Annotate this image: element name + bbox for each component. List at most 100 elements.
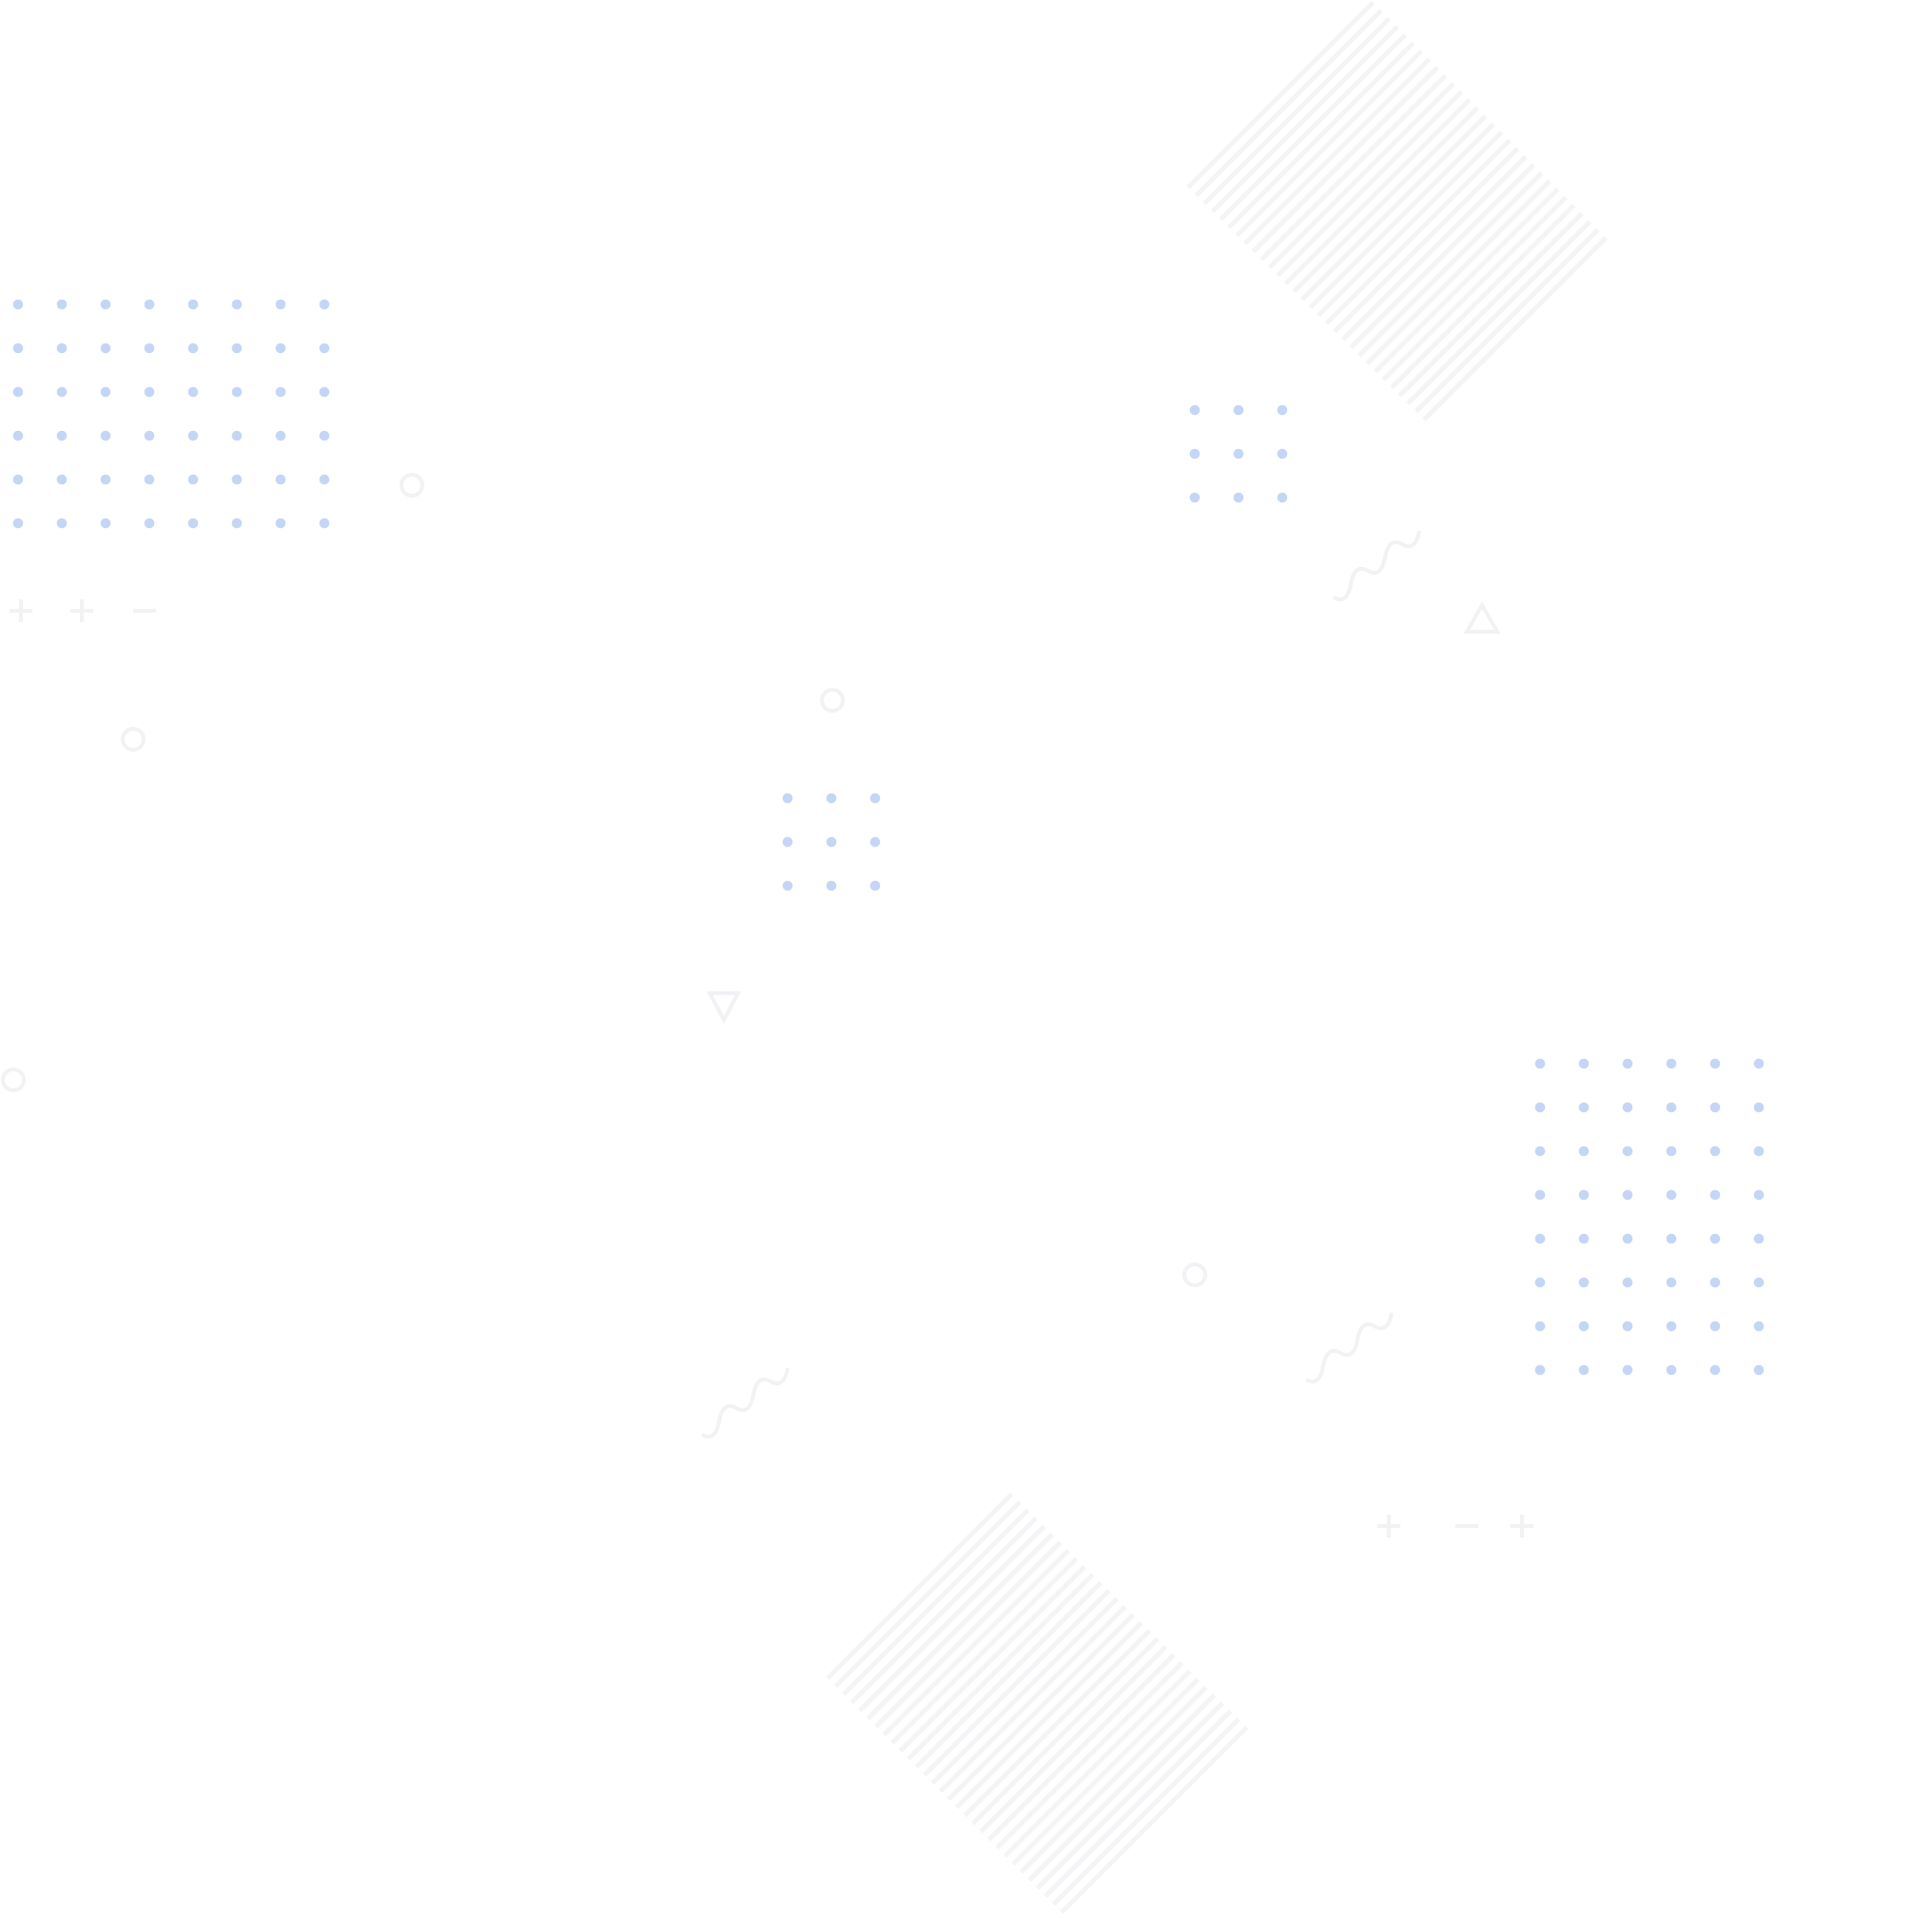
dot bbox=[826, 793, 837, 804]
dot bbox=[144, 474, 155, 485]
triangle-icon bbox=[1463, 600, 1501, 634]
dot bbox=[12, 430, 24, 441]
dot bbox=[275, 474, 286, 485]
squiggle-icon bbox=[701, 1367, 790, 1439]
dot bbox=[231, 518, 243, 529]
dot bbox=[1534, 1277, 1546, 1288]
dot bbox=[1622, 1233, 1633, 1244]
dot bbox=[1753, 1233, 1765, 1244]
dot bbox=[826, 836, 837, 848]
dot bbox=[826, 880, 837, 891]
dot bbox=[1666, 1277, 1677, 1288]
dot bbox=[1666, 1364, 1677, 1376]
dot bbox=[12, 386, 24, 398]
dot bbox=[319, 299, 330, 310]
dot bbox=[1666, 1233, 1677, 1244]
dot bbox=[319, 518, 330, 529]
dot bbox=[1753, 1102, 1765, 1113]
ring-icon bbox=[400, 473, 424, 498]
dot bbox=[144, 342, 155, 354]
dot bbox=[1753, 1189, 1765, 1201]
dot bbox=[1578, 1145, 1590, 1157]
ring-icon bbox=[1, 1067, 26, 1092]
dot bbox=[56, 342, 68, 354]
dot bbox=[144, 430, 155, 441]
dot bbox=[231, 474, 243, 485]
dot bbox=[1622, 1189, 1633, 1201]
dot bbox=[56, 474, 68, 485]
dot bbox=[275, 430, 286, 441]
dot bbox=[144, 299, 155, 310]
dot bbox=[231, 386, 243, 398]
dot bbox=[1189, 448, 1200, 460]
dot bbox=[782, 793, 793, 804]
dot bbox=[1534, 1233, 1546, 1244]
dot bbox=[100, 430, 111, 441]
dot bbox=[231, 342, 243, 354]
dot bbox=[1578, 1321, 1590, 1332]
dot bbox=[56, 430, 68, 441]
dot bbox=[12, 518, 24, 529]
ring-icon bbox=[1182, 1262, 1207, 1287]
dot-grid-top-right bbox=[1189, 404, 1288, 503]
dot bbox=[275, 299, 286, 310]
dot bbox=[187, 518, 199, 529]
dot bbox=[100, 474, 111, 485]
dot bbox=[869, 880, 881, 891]
dot bbox=[1666, 1321, 1677, 1332]
dot bbox=[1622, 1364, 1633, 1376]
dot bbox=[1753, 1364, 1765, 1376]
squiggle-icon bbox=[1333, 530, 1421, 602]
dot bbox=[1189, 404, 1200, 416]
dot bbox=[319, 430, 330, 441]
dot bbox=[231, 299, 243, 310]
dot bbox=[1622, 1145, 1633, 1157]
striped-diamond-bottom bbox=[826, 1491, 1251, 1916]
dot bbox=[1709, 1364, 1721, 1376]
dot bbox=[1277, 492, 1288, 503]
dot bbox=[187, 299, 199, 310]
dot bbox=[1709, 1277, 1721, 1288]
dot bbox=[1189, 492, 1200, 503]
dot bbox=[782, 880, 793, 891]
dot bbox=[1233, 492, 1244, 503]
striped-diamond-top bbox=[1185, 0, 1610, 425]
dot bbox=[187, 430, 199, 441]
dot bbox=[100, 518, 111, 529]
dot bbox=[231, 430, 243, 441]
dot bbox=[1578, 1277, 1590, 1288]
dot bbox=[1578, 1189, 1590, 1201]
dot bbox=[12, 299, 24, 310]
dot bbox=[1622, 1321, 1633, 1332]
dot bbox=[275, 342, 286, 354]
dot bbox=[100, 342, 111, 354]
dot-grid-bottom-right bbox=[1534, 1058, 1765, 1376]
dot bbox=[187, 474, 199, 485]
dot bbox=[782, 836, 793, 848]
dot bbox=[1277, 448, 1288, 460]
dot bbox=[275, 518, 286, 529]
dot bbox=[1534, 1321, 1546, 1332]
dot bbox=[1622, 1102, 1633, 1113]
ring-icon bbox=[820, 688, 845, 713]
dot bbox=[1534, 1189, 1546, 1201]
dot bbox=[1666, 1058, 1677, 1069]
dot bbox=[56, 518, 68, 529]
dot bbox=[12, 474, 24, 485]
dot bbox=[1534, 1145, 1546, 1157]
dot bbox=[1666, 1102, 1677, 1113]
dot bbox=[1534, 1364, 1546, 1376]
dot bbox=[319, 342, 330, 354]
dot bbox=[1233, 448, 1244, 460]
dot bbox=[319, 474, 330, 485]
dot bbox=[869, 793, 881, 804]
dot bbox=[275, 386, 286, 398]
dot bbox=[319, 386, 330, 398]
dot bbox=[56, 386, 68, 398]
dot bbox=[1753, 1277, 1765, 1288]
dot bbox=[869, 836, 881, 848]
plus-icon bbox=[10, 599, 1533, 1537]
triangle-icon bbox=[706, 991, 742, 1025]
dot bbox=[100, 386, 111, 398]
